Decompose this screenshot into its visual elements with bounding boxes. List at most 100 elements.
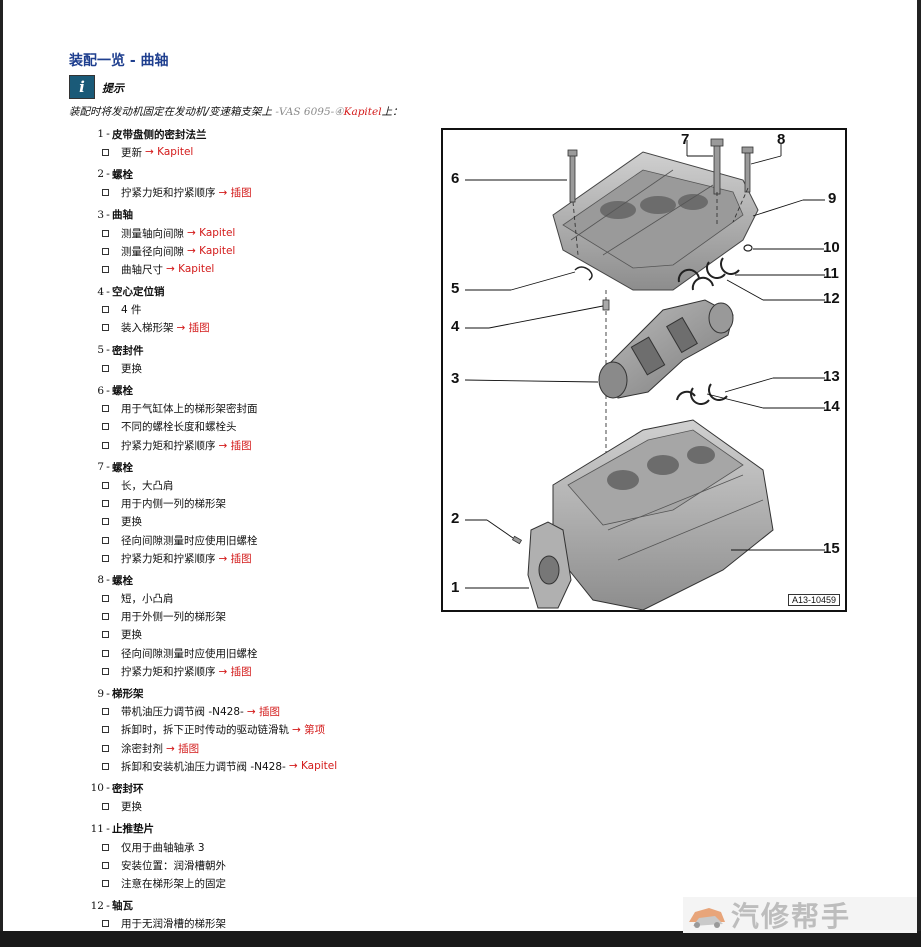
list-item-text: 装入梯形架 — [121, 322, 174, 335]
part-number: 3 — [97, 208, 104, 221]
list-item: 用于气缸体上的梯形架密封面 — [70, 400, 430, 418]
list-item: 涂密封剂→ 插图 — [70, 739, 430, 757]
sealing-flange-part — [527, 521, 572, 609]
callout-10: 10 — [823, 239, 840, 256]
list-item-text: 拆卸和安装机油压力调节阀 -N428- — [121, 760, 286, 773]
bullet-box-icon — [102, 843, 109, 851]
watermark-text: 汽修帮手 — [731, 900, 852, 933]
list-item-text: 涂密封剂 — [121, 742, 163, 755]
list-item: 径向间隙测量时应使用旧螺栓 — [70, 644, 430, 662]
bullet-box-icon — [102, 518, 109, 526]
callout-15: 15 — [823, 540, 840, 557]
note-suffix: 上： — [381, 106, 403, 118]
list-item: 曲轴尺寸→ Kapitel — [70, 260, 430, 278]
cross-reference-link[interactable]: → Kapitel — [145, 146, 194, 159]
page-title: 装配一览 - 曲轴 — [69, 53, 169, 69]
part-item-heading: 3-曲轴 — [70, 206, 430, 224]
part-item-heading: 2-螺栓 — [70, 165, 430, 183]
list-item-text: 拆卸时，拆下正时传动的驱动链滑轨 — [121, 724, 289, 737]
bullet-box-icon — [102, 613, 109, 621]
cross-reference-link[interactable]: → 插图 — [166, 742, 200, 755]
bullet-box-icon — [102, 726, 109, 734]
part-item-heading: 5-密封件 — [70, 341, 430, 359]
bullet-box-icon — [102, 803, 109, 811]
bullet-box-icon — [102, 247, 109, 255]
cross-reference-link[interactable]: → 第项 — [292, 724, 326, 737]
cross-reference-link[interactable]: → Kapitel — [187, 227, 236, 240]
cross-reference-link[interactable]: → 插图 — [218, 665, 252, 678]
list-item-text: 不同的螺栓长度和螺栓头 — [121, 421, 237, 434]
part-item-heading: 10-密封环 — [70, 779, 430, 797]
cross-reference-link[interactable]: → Kapitel — [166, 263, 215, 276]
dowel-part — [602, 299, 610, 311]
callout-3: 3 — [451, 370, 460, 387]
bullet-box-icon — [102, 631, 109, 639]
part-number: 2 — [97, 168, 104, 181]
list-item-text: 更新 — [121, 146, 142, 159]
cross-reference-link[interactable]: → 插图 — [218, 439, 252, 452]
list-item-text: 带机油压力调节阀 -N428- — [121, 706, 244, 719]
part-title: 密封环 — [112, 782, 144, 795]
list-item: 用于内侧一列的梯形架 — [70, 495, 430, 513]
list-item-text: 用于外侧一列的梯形架 — [121, 611, 226, 624]
bullet-box-icon — [102, 649, 109, 657]
part-number: 5 — [97, 344, 104, 357]
car-logo-icon — [689, 908, 725, 928]
info-icon: i — [69, 75, 95, 99]
cross-reference-link[interactable]: → Kapitel — [288, 760, 338, 773]
bullet-box-icon — [102, 306, 109, 314]
bullet-box-icon — [102, 554, 109, 562]
part-number: 1 — [97, 128, 104, 141]
list-item: 径向间隙测量时应使用旧螺栓 — [70, 531, 430, 549]
bullet-box-icon — [102, 762, 109, 770]
cross-reference-link[interactable]: → 插图 — [218, 187, 252, 200]
cross-reference-link[interactable]: → 插图 — [218, 552, 252, 565]
cross-reference-link[interactable]: → 插图 — [176, 322, 210, 335]
callout-leader-lines — [464, 140, 825, 589]
bullet-box-icon — [102, 861, 109, 869]
list-item: 拧紧力矩和拧紧顺序→ 插图 — [70, 436, 430, 454]
part-number: 7 — [97, 461, 104, 474]
callout-13: 13 — [823, 368, 840, 385]
list-item: 测量轴向间隙→ Kapitel — [70, 224, 430, 242]
bullet-box-icon — [102, 500, 109, 508]
bullet-box-icon — [102, 667, 109, 675]
dash-separator: - — [106, 208, 110, 221]
list-item-text: 更换 — [121, 362, 142, 375]
list-item-text: 注意在梯形架上的固定 — [121, 877, 226, 890]
note-link[interactable]: Kapitel — [343, 106, 382, 118]
part-title: 螺栓 — [112, 168, 133, 181]
bullet-box-icon — [102, 441, 109, 449]
callout-12: 12 — [823, 290, 840, 307]
part-number: 9 — [97, 687, 104, 700]
part-item-heading: 1-皮带盘侧的密封法兰 — [70, 125, 430, 143]
dash-separator: - — [106, 128, 110, 141]
part-number: 6 — [97, 384, 104, 397]
dash-separator: - — [106, 285, 110, 298]
seal-part — [574, 266, 593, 281]
dash-separator: - — [106, 899, 110, 912]
list-item-text: 径向间隙测量时应使用旧螺栓 — [121, 534, 258, 547]
list-item-text: 更换 — [121, 801, 142, 814]
cross-reference-link[interactable]: → Kapitel — [187, 245, 236, 258]
list-item-text: 安装位置：润滑槽朝外 — [121, 859, 226, 872]
callout-14: 14 — [823, 398, 840, 415]
list-item-text: 用于无润滑槽的梯形架 — [121, 918, 226, 931]
list-item-text: 测量轴向间隙 — [121, 227, 184, 240]
left-border — [0, 0, 3, 947]
cylinder-block-part — [552, 419, 774, 610]
part-title: 螺栓 — [112, 385, 133, 398]
bullet-box-icon — [102, 405, 109, 413]
part-number: 10 — [90, 782, 104, 795]
bullet-box-icon — [102, 189, 109, 197]
dash-separator: - — [106, 344, 110, 357]
part-title: 止推垫片 — [112, 823, 154, 836]
cross-reference-link[interactable]: → 插图 — [246, 706, 280, 719]
part-title: 皮带盘侧的密封法兰 — [112, 128, 207, 141]
list-item: 更换 — [70, 626, 430, 644]
list-item: 带机油压力调节阀 -N428-→ 插图 — [70, 703, 430, 721]
note-prefix: 装配时将发动机固定在发动机/变速箱支架上 — [69, 106, 276, 118]
exploded-view-figure: 6 7 8 9 10 11 12 5 4 3 13 14 2 1 15 A13-… — [441, 128, 847, 612]
list-item-text: 拧紧力矩和拧紧顺序 — [121, 187, 216, 200]
